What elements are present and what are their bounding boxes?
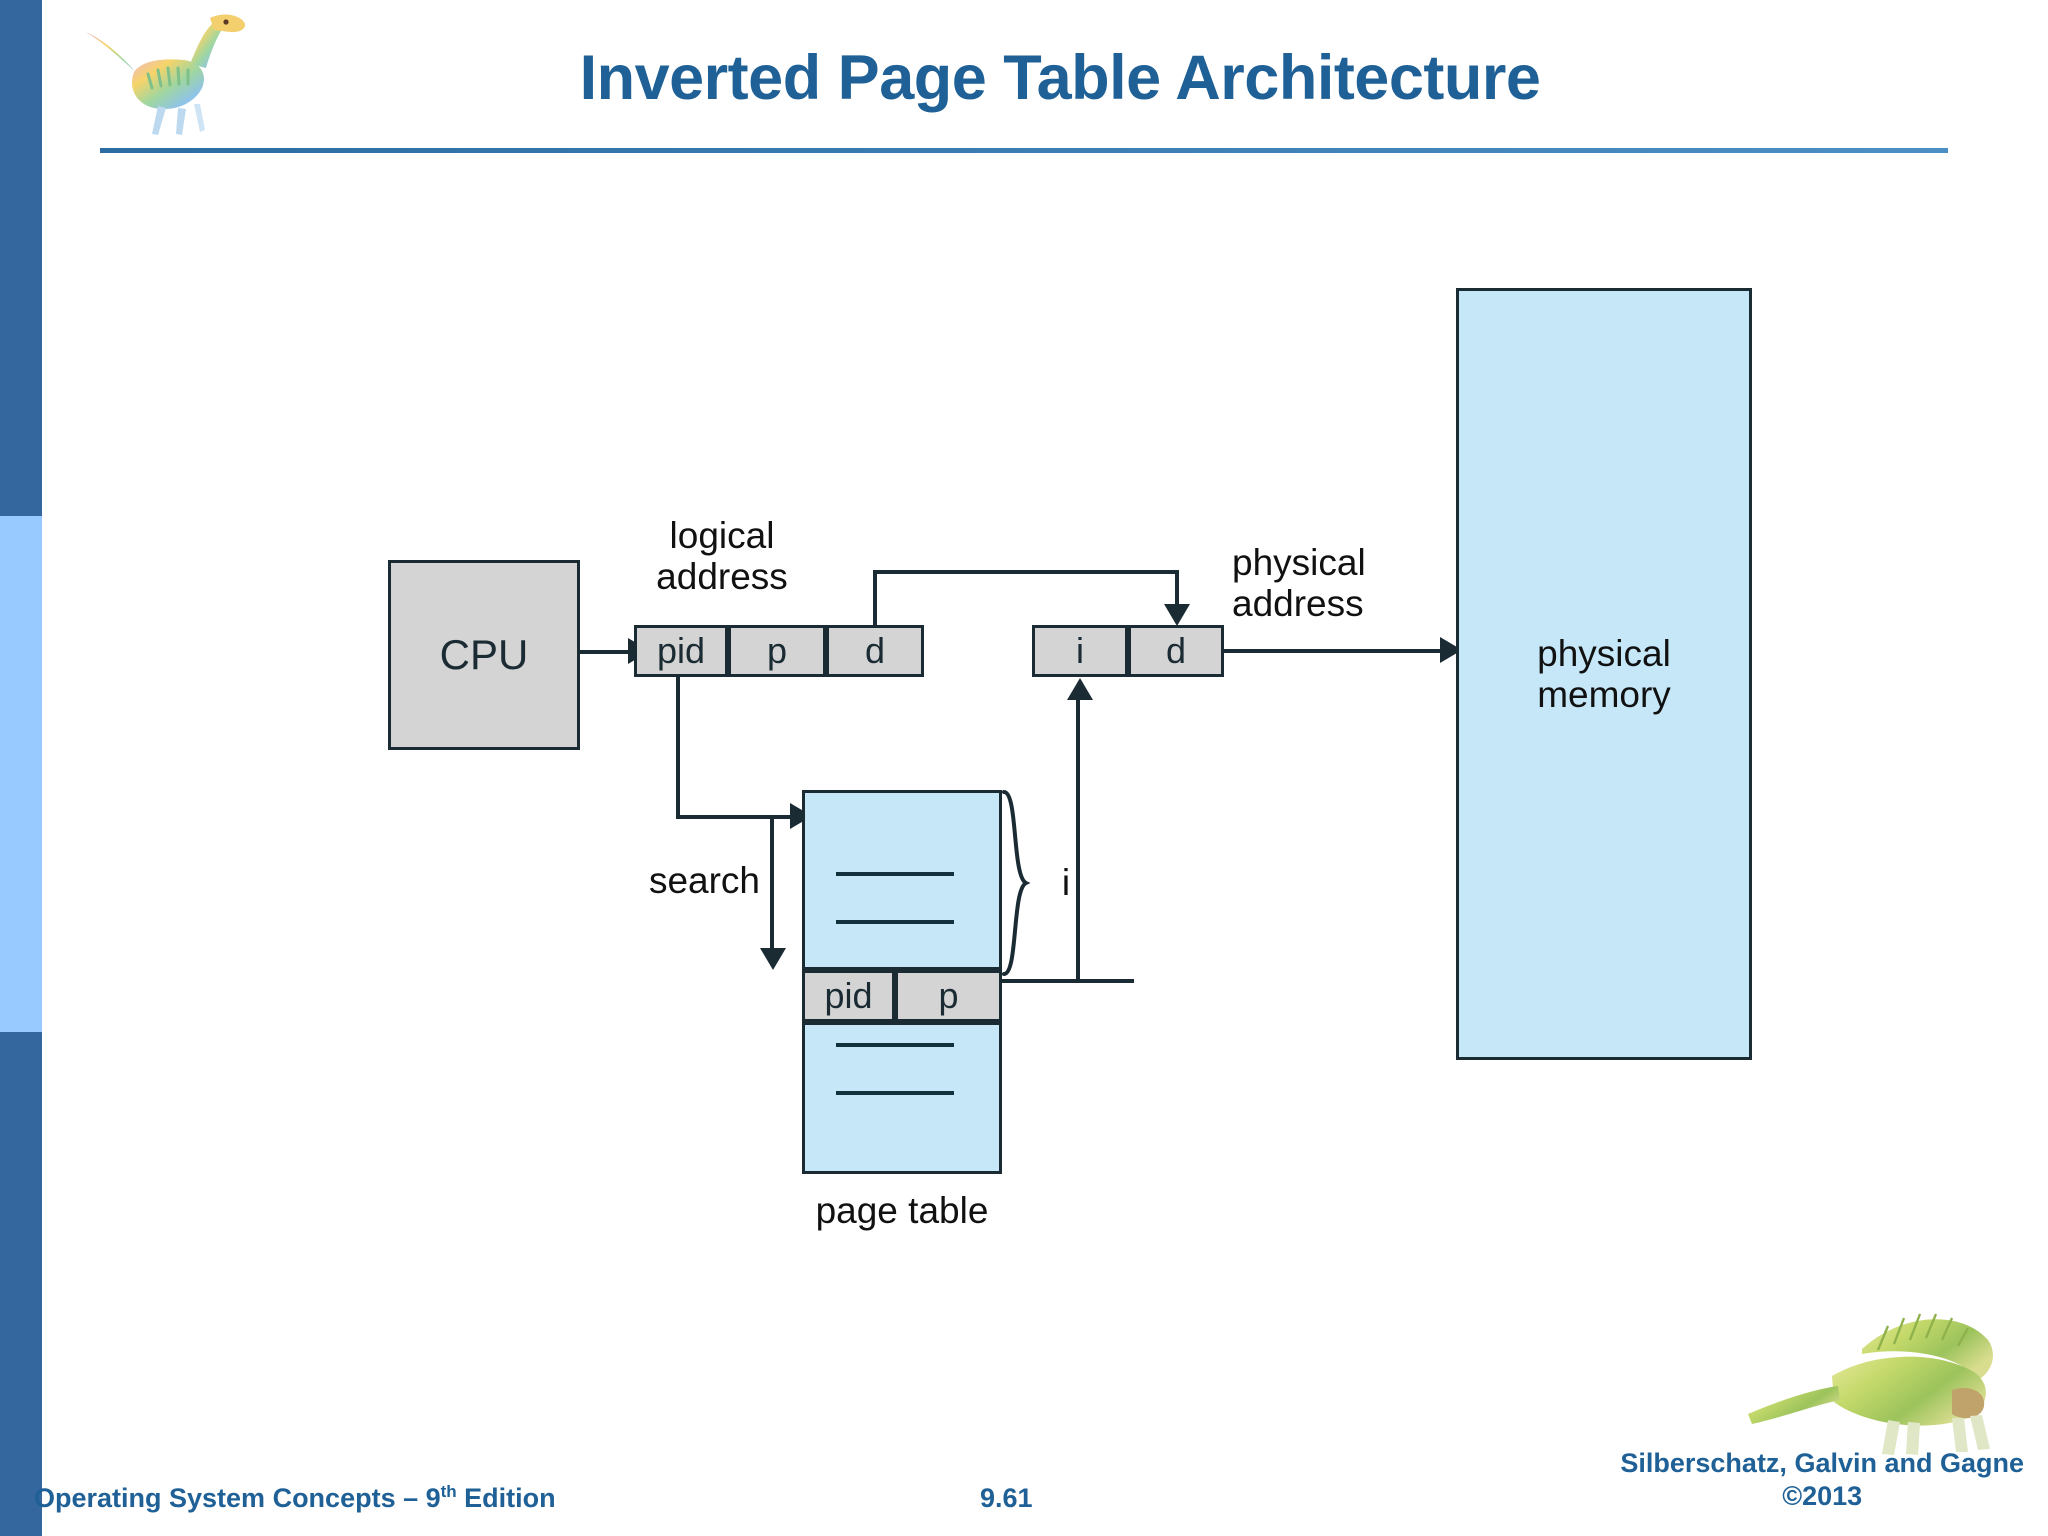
footer-authors-block: Silberschatz, Galvin and Gagne ©2013 xyxy=(1620,1447,2024,1515)
page-table-entry-p: p xyxy=(895,970,1002,1022)
physical-address-to-memory-line xyxy=(1224,649,1454,653)
page-table-entry-rule-4 xyxy=(836,1091,954,1095)
footer-authors: Silberschatz, Galvin and Gagne xyxy=(1620,1447,2024,1478)
page-table-entry-rule-2 xyxy=(836,920,954,924)
physical-address-field-d: d xyxy=(1128,625,1224,677)
logical-address-field-p: p xyxy=(728,625,826,677)
search-arrowhead xyxy=(760,948,786,970)
search-label: search xyxy=(648,860,760,901)
page-table-caption: page table xyxy=(815,1190,989,1231)
physical-memory-label: physical memory xyxy=(1537,632,1671,715)
cpu-to-logical-line xyxy=(580,650,632,654)
page-table-lower-block xyxy=(802,1022,1002,1174)
pid-route-across-line xyxy=(676,815,804,819)
search-arrow-line xyxy=(770,818,774,960)
offset-route-down-line xyxy=(1175,570,1179,622)
pid-route-down-line xyxy=(676,677,680,819)
page-table-entry-rule-3 xyxy=(836,1043,954,1047)
footer-edition-tail: Edition xyxy=(456,1483,556,1513)
page-table-upper-block xyxy=(802,790,1002,970)
entry-to-physical-across-line xyxy=(1002,979,1134,983)
logical-address-field-d: d xyxy=(826,625,924,677)
index-brace-icon xyxy=(1002,790,1031,976)
physical-memory-box: physical memory xyxy=(1456,288,1752,1060)
footer-edition-text: Operating System Concepts – 9th Edition xyxy=(34,1482,556,1514)
entry-to-physical-up-line xyxy=(1076,700,1080,981)
logical-address-label: logical address xyxy=(656,515,788,598)
page-title: Inverted Page Table Architecture xyxy=(579,43,1541,113)
footer-edition-main: Operating System Concepts – 9 xyxy=(34,1483,441,1513)
offset-route-arrowhead xyxy=(1164,604,1190,626)
entry-to-physical-arrowhead xyxy=(1067,678,1093,700)
sidebar-rail-bottom xyxy=(0,1032,42,1536)
footer-edition-ordinal: th xyxy=(440,1482,457,1501)
page-table-entry-pid: pid xyxy=(802,970,895,1022)
title-divider xyxy=(100,148,1948,153)
offset-route-up-line xyxy=(873,570,877,627)
dinosaur-logo-icon xyxy=(78,8,268,140)
cpu-box: CPU xyxy=(388,560,580,750)
page-table-entry-rule-1 xyxy=(836,872,954,876)
footer-dinosaur-logo-icon xyxy=(1712,1294,2012,1464)
sidebar-rail-middle xyxy=(0,516,42,1032)
physical-address-field-i: i xyxy=(1032,625,1128,677)
footer-copyright: ©2013 xyxy=(1782,1481,1863,1512)
offset-route-across-line xyxy=(873,570,1179,574)
logical-address-field-pid: pid xyxy=(634,625,728,677)
sidebar-rail-top xyxy=(0,0,42,516)
index-label: i xyxy=(1061,862,1071,903)
physical-address-label: physical address xyxy=(1232,542,1366,625)
slide-number: 9.61 xyxy=(980,1483,1033,1513)
